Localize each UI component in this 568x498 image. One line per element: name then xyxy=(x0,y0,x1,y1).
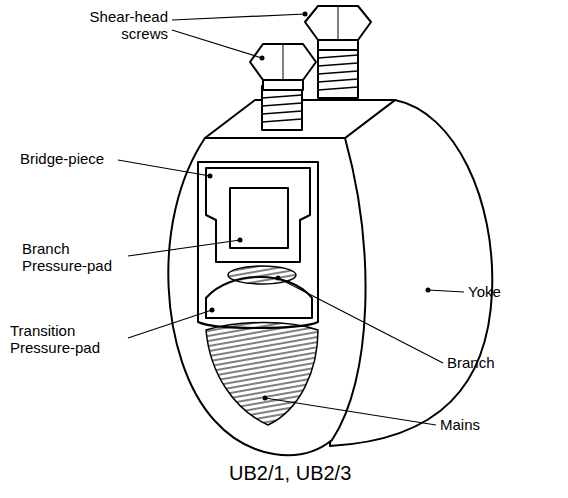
part-label: Shear-head screws xyxy=(72,8,168,42)
part-label: Yoke xyxy=(468,283,528,300)
part-label: Branch Pressure-pad xyxy=(22,240,126,274)
part-label: Branch xyxy=(447,354,527,371)
part-label: Mains xyxy=(440,416,520,433)
part-label: Bridge-piece xyxy=(20,150,120,167)
caption: UB2/1, UB2/3 xyxy=(229,462,351,484)
part-label: Transition Pressure-pad xyxy=(10,322,126,356)
